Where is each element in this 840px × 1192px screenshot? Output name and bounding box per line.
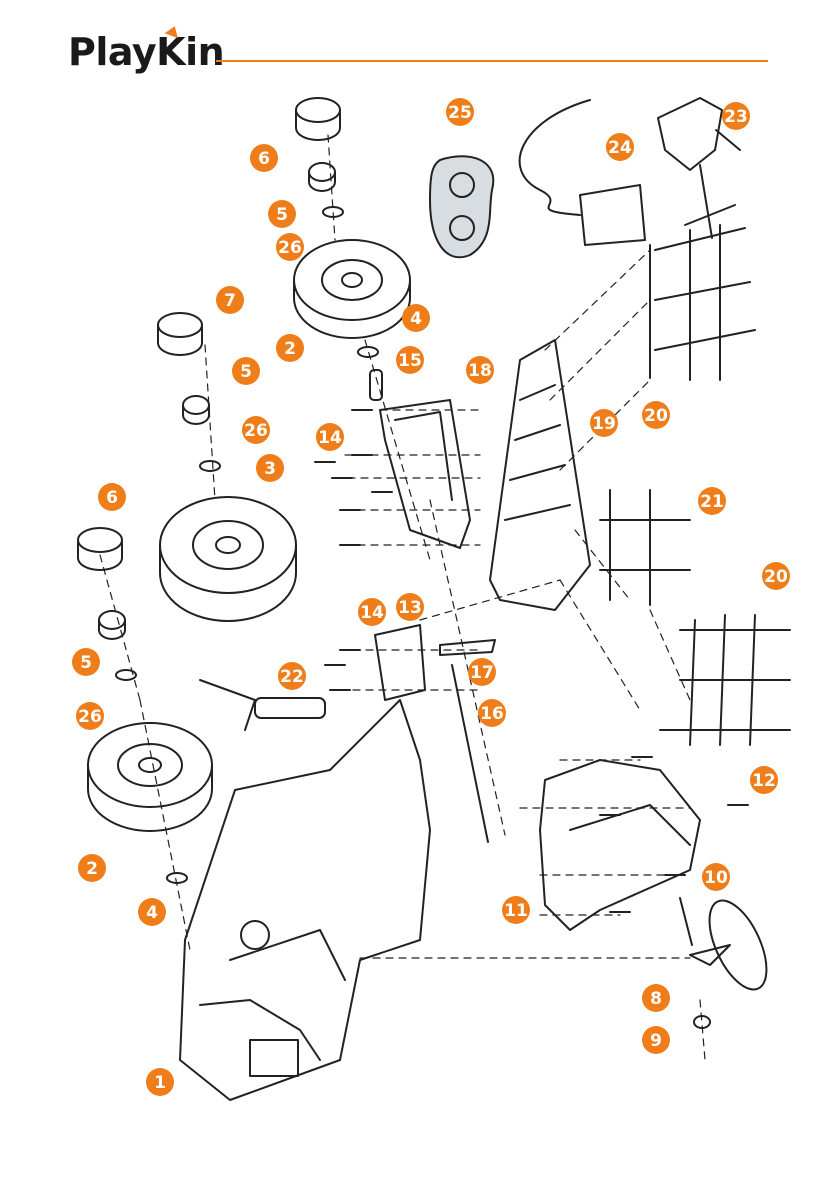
svg-text:12: 12 (752, 771, 776, 791)
callout-5-a: 5 (268, 200, 296, 228)
svg-text:1: 1 (154, 1073, 166, 1093)
callout-4-front: 4 (138, 898, 166, 926)
callout-18: 18 (466, 356, 494, 384)
steering-wheel-icon (690, 892, 778, 998)
washer-icon (167, 873, 187, 883)
rack-icon (650, 225, 755, 380)
callout-2-front: 2 (78, 854, 106, 882)
callout-20-b: 20 (762, 562, 790, 590)
callout-15: 15 (396, 346, 424, 374)
svg-text:17: 17 (470, 663, 494, 683)
svg-text:2: 2 (284, 339, 296, 359)
svg-text:9: 9 (650, 1031, 662, 1051)
callout-6-b: 6 (98, 483, 126, 511)
wheel-icon (88, 723, 212, 831)
svg-text:4: 4 (410, 309, 422, 329)
callout-23: 23 (722, 102, 750, 130)
svg-text:19: 19 (592, 414, 616, 434)
gearbox-icon (375, 625, 425, 700)
callout-6-a: 6 (250, 144, 278, 172)
callout-8: 8 (642, 984, 670, 1012)
svg-text:8: 8 (650, 989, 662, 1009)
callout-22: 22 (278, 662, 306, 690)
svg-text:21: 21 (700, 492, 724, 512)
svg-text:2: 2 (86, 859, 98, 879)
svg-text:20: 20 (764, 567, 788, 587)
callout-26-b: 26 (242, 416, 270, 444)
callout-3: 3 (256, 454, 284, 482)
callout-26-a: 26 (276, 233, 304, 261)
svg-text:24: 24 (608, 138, 632, 158)
svg-text:14: 14 (360, 603, 384, 623)
axle-icon (440, 640, 495, 655)
svg-text:16: 16 (480, 704, 504, 724)
battery-compartment-icon (490, 340, 590, 610)
svg-text:5: 5 (276, 205, 288, 225)
axle-icon (370, 370, 382, 400)
svg-text:6: 6 (258, 149, 270, 169)
axle-icon (200, 680, 325, 730)
wheel-icon (160, 497, 296, 621)
svg-text:3: 3 (264, 459, 276, 479)
svg-text:23: 23 (724, 107, 748, 127)
callout-10: 10 (702, 863, 730, 891)
washer-icon (358, 347, 378, 357)
svg-text:25: 25 (448, 103, 472, 123)
callout-24: 24 (606, 133, 634, 161)
callouts: 1 2 2 3 4 4 5 5 5 6 6 7 8 9 10 11 12 13 … (72, 98, 790, 1096)
callout-25: 25 (446, 98, 474, 126)
callout-13: 13 (396, 593, 424, 621)
svg-text:26: 26 (278, 238, 302, 258)
nut-icon (183, 396, 209, 424)
svg-text:14: 14 (318, 428, 342, 448)
svg-text:22: 22 (280, 667, 304, 687)
rack-icon (660, 615, 790, 745)
svg-text:5: 5 (80, 653, 92, 673)
washer-icon (200, 461, 220, 471)
svg-text:7: 7 (224, 291, 236, 311)
gearbox-icon (380, 400, 470, 548)
seat-icon (540, 760, 700, 930)
hub-cap-icon (158, 313, 202, 355)
svg-text:13: 13 (398, 598, 422, 618)
svg-text:20: 20 (644, 406, 668, 426)
callout-14-a: 14 (316, 423, 344, 451)
callout-12: 12 (750, 766, 778, 794)
callout-5-b: 5 (232, 357, 260, 385)
callout-5-c: 5 (72, 648, 100, 676)
svg-text:26: 26 (78, 707, 102, 727)
svg-text:6: 6 (106, 488, 118, 508)
callout-11: 11 (502, 896, 530, 924)
wheel-icon (294, 240, 410, 338)
callout-16: 16 (478, 699, 506, 727)
svg-text:11: 11 (504, 901, 528, 921)
callout-26-c: 26 (76, 702, 104, 730)
svg-text:15: 15 (398, 351, 422, 371)
callout-17: 17 (468, 658, 496, 686)
hub-cap-icon (78, 528, 122, 570)
callout-20-a: 20 (642, 401, 670, 429)
callout-19: 19 (590, 409, 618, 437)
tractor-body-icon (180, 700, 430, 1100)
svg-text:5: 5 (240, 362, 252, 382)
svg-text:18: 18 (468, 361, 492, 381)
callout-21: 21 (698, 487, 726, 515)
svg-text:4: 4 (146, 903, 158, 923)
callout-2-rear: 2 (276, 334, 304, 362)
callout-4-rear: 4 (402, 304, 430, 332)
remote-control-icon (430, 156, 493, 257)
svg-text:10: 10 (704, 868, 728, 888)
svg-text:26: 26 (244, 421, 268, 441)
axle-icon (452, 665, 488, 842)
nut-icon (99, 611, 125, 639)
callout-1: 1 (146, 1068, 174, 1096)
charger-icon (520, 100, 645, 245)
callout-14-b: 14 (358, 598, 386, 626)
rack-icon (600, 490, 690, 605)
callout-9: 9 (642, 1026, 670, 1054)
callout-7: 7 (216, 286, 244, 314)
hub-cap-icon (296, 98, 340, 140)
screw-icon (680, 898, 692, 945)
